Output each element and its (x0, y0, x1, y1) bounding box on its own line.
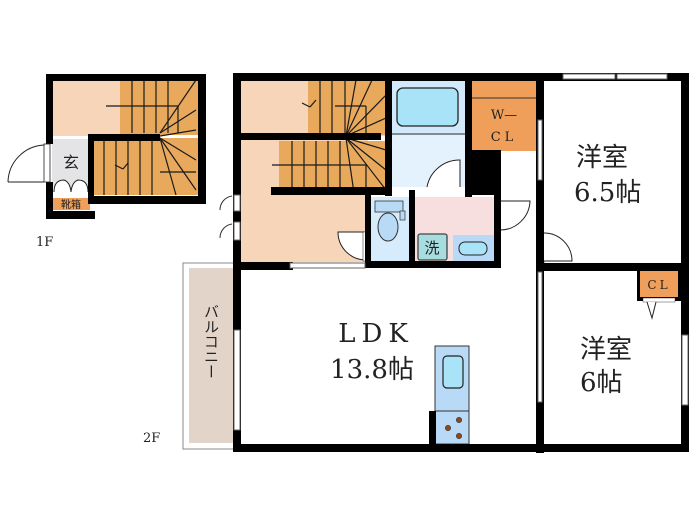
wcl-label-line1: W— (491, 108, 517, 123)
walls-2f (233, 73, 689, 453)
hall-1f (52, 80, 122, 136)
window-hall-b (233, 221, 241, 241)
entrance-door[interactable] (7, 143, 51, 183)
bathroom (391, 80, 465, 187)
ldk-label-line2: 13.8帖 (330, 355, 414, 385)
western-room-1-label-line1: 洋室 (576, 143, 628, 173)
cl-door[interactable] (646, 301, 657, 320)
washer-label: 洗 (424, 239, 439, 257)
bathroom-door[interactable] (426, 159, 462, 193)
sink-icon (458, 241, 488, 256)
entrance-floor (52, 139, 90, 187)
balcony-floor (189, 268, 233, 443)
walls-1f (46, 74, 206, 219)
floor-label-2f: 2F (143, 431, 160, 446)
shoe-box (52, 198, 90, 210)
stove-icon (444, 416, 462, 439)
stairs-upper (120, 80, 198, 135)
ldk-room (241, 272, 538, 444)
western-room-1-label-line2: 6.5帖 (574, 178, 641, 208)
kitchen (429, 345, 470, 445)
washroom: 洗 (414, 197, 494, 261)
window-room1-top-b (616, 73, 668, 80)
walk-in-closet (471, 80, 537, 151)
ldk-label-line1: LDK (338, 319, 414, 349)
toilet-room (371, 197, 409, 261)
floor-2f: W— CL 洗 洋室 6.5帖 (143, 73, 689, 453)
balcony: バルコニー (182, 262, 235, 450)
kitchen-sink-icon (442, 355, 464, 389)
floor-1f: 玄 靴箱 1F (7, 74, 206, 250)
stairs-lower (94, 138, 198, 195)
partition-sliding (537, 271, 543, 403)
shoe-box-doors (53, 179, 89, 193)
western-room-2-label-line2: 6帖 (580, 368, 623, 398)
entrance-label: 玄 (63, 153, 79, 172)
cl-label: CL (647, 278, 670, 292)
wcl-label-line2: CL (491, 130, 518, 145)
closet-cl (640, 271, 678, 297)
stairs-2f-lower (279, 141, 386, 193)
hall-side-doors (219, 195, 233, 239)
floor-label-1f: 1F (36, 235, 53, 250)
toilet-tank (374, 200, 404, 213)
toilet-lever (399, 210, 406, 221)
western-room-1 (543, 80, 681, 264)
window-room2-side (681, 334, 689, 406)
kitchen-wall (429, 411, 436, 444)
washer-icon (417, 233, 448, 261)
window-room1-closet (537, 119, 543, 181)
cl-door-track (642, 297, 676, 303)
bathtub (396, 87, 459, 127)
shoe-box-label: 靴箱 (61, 198, 81, 211)
toilet-icon (377, 212, 399, 242)
window-ldk-balcony (233, 329, 241, 431)
window-hall-a (233, 194, 241, 212)
stairs-1f (94, 79, 198, 196)
stairs-2f (272, 79, 387, 194)
western-room-2-label-line1: 洋室 (580, 335, 632, 365)
window-hall-bottom (289, 262, 366, 269)
window-room1-top-a (562, 73, 616, 80)
balcony-label: バルコニー (202, 304, 220, 379)
windows (233, 73, 689, 431)
